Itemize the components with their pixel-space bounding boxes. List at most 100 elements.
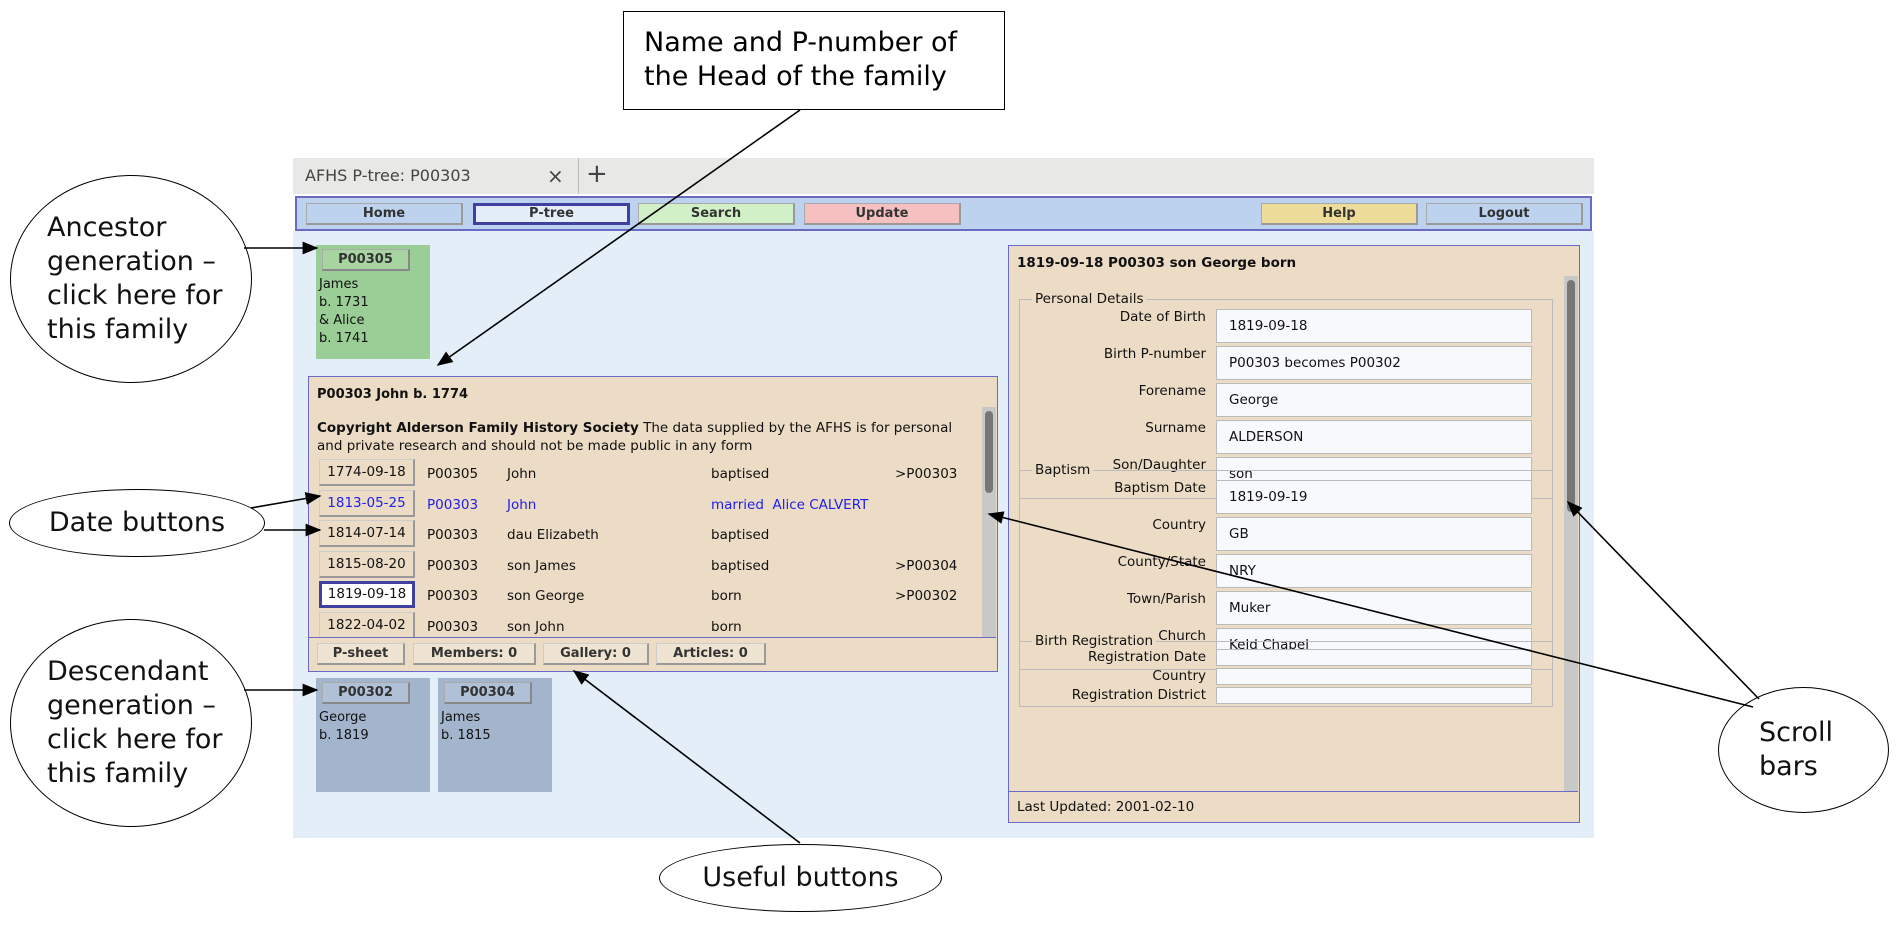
ancestor-line: James: [319, 277, 359, 292]
event-type: baptised: [711, 466, 770, 482]
browser-tab[interactable]: AFHS P-tree: P00303 ×: [293, 158, 579, 194]
annotation-text: Ancestor generation – click here for thi…: [47, 212, 223, 345]
ancestor-line: & Alice: [319, 313, 365, 328]
descendant-pnumber-button[interactable]: P00304: [444, 682, 532, 704]
descendant-line: b. 1815: [441, 728, 491, 743]
ancestor-pnumber-button[interactable]: P00305: [322, 249, 410, 271]
browser-tab-bar: AFHS P-tree: P00303 × +: [293, 158, 1594, 194]
annotation-head-of-family: Name and P-number of the Head of the fam…: [623, 11, 1005, 110]
annotation-useful-buttons: Useful buttons: [659, 844, 942, 912]
fieldset-legend: Baptism: [1035, 462, 1091, 478]
ptree-button[interactable]: P-tree: [473, 203, 630, 225]
help-button[interactable]: Help: [1261, 203, 1418, 225]
annotation-text: Scroll bars: [1759, 717, 1834, 782]
event-type: born: [711, 618, 742, 635]
home-button[interactable]: Home: [306, 203, 463, 225]
descendant-card[interactable]: P00304 James b. 1815: [438, 678, 552, 792]
event-detail-title: 1819-09-18 P00303 son George born: [1017, 255, 1297, 271]
arrow: [1566, 500, 1760, 700]
annotation-descendant: Descendant generation – click here for t…: [10, 619, 252, 827]
new-tab-icon[interactable]: +: [586, 159, 608, 189]
copyright-text: The data supplied by the AFHS is for per…: [317, 420, 953, 454]
event-detail-panel: 1819-09-18 P00303 son George born Person…: [1008, 245, 1580, 823]
event-row: 1814-07-14 P00303 dau Elizabeth baptised: [317, 520, 977, 550]
arrow: [987, 511, 1754, 708]
descendant-pnumber-button[interactable]: P00302: [322, 682, 410, 704]
field-label: Church: [1158, 628, 1206, 644]
event-person: son James: [507, 557, 576, 574]
descendant-line: b. 1819: [319, 728, 369, 743]
event-link: >P00303: [895, 466, 958, 482]
event-row: 1774-09-18 P00305 John baptised >P00303: [317, 459, 977, 489]
ancestor-card[interactable]: P00305 James b. 1731 & Alice b. 1741: [316, 245, 430, 359]
gallery-button[interactable]: Gallery: 0: [543, 643, 649, 665]
update-button[interactable]: Update: [804, 203, 961, 225]
arrow: [436, 109, 801, 366]
field-input[interactable]: P00303 becomes P00302: [1216, 346, 1532, 380]
event-pnumber: P00305: [427, 466, 479, 482]
event-person: son George: [507, 588, 585, 604]
psheet-button[interactable]: P-sheet: [317, 643, 405, 665]
date-button[interactable]: 1814-07-14: [319, 520, 415, 547]
field-label: Forename: [1138, 383, 1206, 399]
field-input[interactable]: 1819-09-19: [1216, 480, 1532, 514]
date-button[interactable]: 1815-08-20: [319, 550, 415, 578]
field-input[interactable]: [1216, 687, 1532, 704]
close-icon[interactable]: ×: [547, 164, 564, 188]
field-input[interactable]: Muker: [1216, 591, 1532, 625]
date-button[interactable]: 1774-09-18: [319, 459, 415, 486]
annotation-text: Useful buttons: [702, 862, 899, 893]
field-label: Date of Birth: [1119, 309, 1206, 325]
ancestor-line: b. 1731: [319, 295, 369, 310]
family-events-scroll: Copyright Alderson Family History Societ…: [309, 407, 982, 637]
field-label: Country: [1152, 668, 1206, 684]
date-button[interactable]: 1819-09-18: [319, 581, 415, 608]
family-footer: P-sheet Members: 0 Gallery: 0 Articles: …: [309, 637, 996, 671]
form-row: Forename George: [1020, 381, 1552, 418]
arrow: [250, 492, 322, 509]
field-input[interactable]: GB: [1216, 517, 1532, 551]
annotation-text: Date buttons: [48, 507, 226, 538]
logout-button[interactable]: Logout: [1426, 203, 1583, 225]
descendant-line: James: [441, 710, 481, 725]
field-input[interactable]: [1216, 668, 1532, 685]
articles-button[interactable]: Articles: 0: [656, 643, 766, 665]
field-input[interactable]: George: [1216, 383, 1532, 417]
scrollbar-thumb[interactable]: [985, 411, 993, 493]
event-row: 1813-05-25 P00303 John married Alice CAL…: [317, 489, 977, 520]
field-label: Registration District: [1071, 687, 1206, 703]
event-row: 1819-09-18 P00303 son George born >P0030…: [317, 581, 977, 611]
event-pnumber: P00303: [427, 618, 479, 635]
last-updated: Last Updated: 2001-02-10: [1009, 791, 1578, 822]
field-input[interactable]: ALDERSON: [1216, 420, 1532, 454]
search-button[interactable]: Search: [638, 203, 795, 225]
date-button[interactable]: 1813-05-25: [319, 489, 415, 517]
copyright-heading: Copyright Alderson Family History Societ…: [317, 420, 639, 436]
descendant-card[interactable]: P00302 George b. 1819: [316, 678, 430, 792]
event-type: baptised: [711, 527, 770, 543]
scrollbar-thumb[interactable]: [1567, 280, 1575, 512]
members-button[interactable]: Members: 0: [413, 643, 536, 665]
form-row: Registration District: [1020, 687, 1552, 706]
form-row: Country: [1020, 668, 1552, 687]
field-input[interactable]: NRY: [1216, 554, 1532, 588]
descendant-line: George: [319, 710, 367, 725]
ancestor-line: b. 1741: [319, 331, 369, 346]
event-link: >P00302: [895, 588, 958, 604]
field-input[interactable]: 1819-09-18: [1216, 309, 1532, 343]
event-person: son John: [507, 618, 565, 635]
event-pnumber: P00303: [427, 496, 479, 513]
field-label: Baptism Date: [1114, 480, 1206, 496]
event-pnumber: P00303: [427, 527, 479, 543]
date-button[interactable]: 1822-04-02: [319, 611, 415, 637]
annotation-text: Name and P-number of the Head of the fam…: [644, 27, 958, 92]
field-input[interactable]: [1216, 649, 1532, 666]
